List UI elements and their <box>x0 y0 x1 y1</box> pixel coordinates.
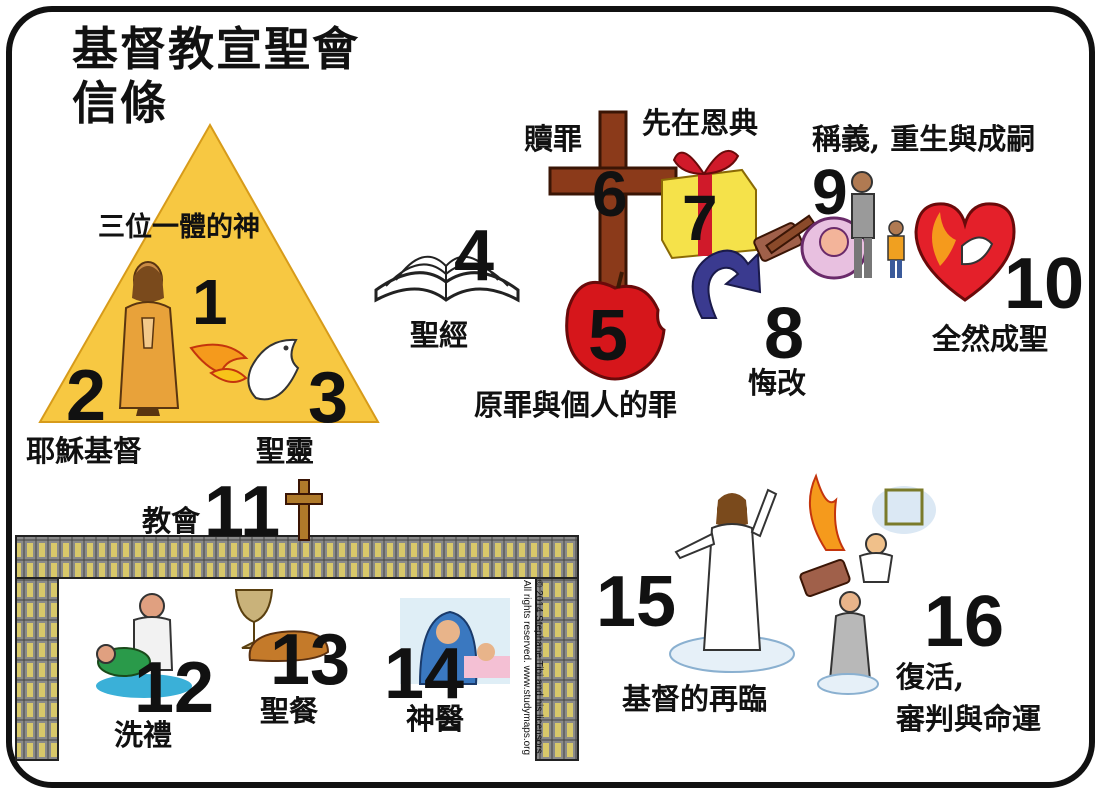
bitten-apple-icon <box>565 271 666 381</box>
diagram-frame <box>6 6 1095 788</box>
baby-and-father-icon <box>800 171 905 280</box>
item-6-number: 6 <box>592 158 628 230</box>
item-13-label: 聖餐 <box>260 694 319 728</box>
praying-woman-icon <box>400 598 510 685</box>
title-line-1: 基督教宣聖會 <box>72 22 360 76</box>
gavel-icon <box>753 214 816 262</box>
item-3-label: 聖靈 <box>256 434 315 468</box>
resurrection-judgment-icon <box>799 473 936 695</box>
baptism-icon <box>96 593 192 698</box>
item-3-number: 3 <box>308 358 349 438</box>
item-10-label: 全然成聖 <box>932 322 1049 356</box>
item-11-number: 11 <box>204 472 281 552</box>
heart-flame-icon <box>914 202 1016 302</box>
item-8-label: 悔改 <box>748 366 807 400</box>
item-5-label: 原罪與個人的罪 <box>474 388 678 422</box>
communion-cup-bread-icon <box>234 589 330 662</box>
item-11-label: 教會 <box>142 504 201 538</box>
item-9-label: 稱義, 重生與成嗣 <box>812 122 1036 156</box>
copyright-line-2: All rights reserved. www.studymaps.org <box>521 580 532 756</box>
repentance-arrow-icon <box>691 249 762 319</box>
item-14-number: 14 <box>384 634 465 714</box>
praying-jesus-icon <box>118 261 180 416</box>
copyright-notice: © 2014 Stephane Tibi and his licensors. … <box>520 580 544 756</box>
item-15-number: 15 <box>596 562 677 642</box>
item-9-number: 9 <box>812 156 848 228</box>
copyright-line-1: © 2014 Stephane Tibi and his licensors. <box>533 580 544 757</box>
item-1-label: 三位一體的神 <box>98 212 260 243</box>
bible-book-icon <box>374 255 520 303</box>
gift-box-icon <box>661 150 757 260</box>
item-1-number: 1 <box>192 266 228 338</box>
church-cross-icon <box>285 479 323 541</box>
item-10-number: 10 <box>1004 244 1085 324</box>
item-6-label: 贖罪 <box>524 122 583 156</box>
item-12-number: 12 <box>134 648 215 728</box>
title-line-2: 信條 <box>72 76 168 130</box>
holy-spirit-dove-icon <box>189 338 300 401</box>
item-2-number: 2 <box>66 356 107 436</box>
item-16-number: 16 <box>924 582 1005 662</box>
item-16-label-line-2: 審判與命運 <box>896 702 1042 736</box>
item-2-label: 耶穌基督 <box>26 434 143 468</box>
item-16-label-line-1: 復活, <box>896 660 965 694</box>
item-13-number: 13 <box>270 620 351 700</box>
item-16-label: 復活, 審判與命運 <box>896 656 1041 740</box>
item-4-number: 4 <box>454 216 495 296</box>
item-8-number: 8 <box>764 294 805 374</box>
item-14-label: 神醫 <box>406 702 465 736</box>
item-4-label: 聖經 <box>410 318 469 352</box>
item-7-label: 先在恩典 <box>642 106 759 140</box>
item-15-label: 基督的再臨 <box>622 682 768 716</box>
page-title: 基督教宣聖會 信條 <box>72 22 360 130</box>
item-5-number: 5 <box>588 296 629 376</box>
item-7-number: 7 <box>682 182 718 254</box>
wooden-cross-icon <box>548 110 678 314</box>
item-12-label: 洗禮 <box>114 718 173 752</box>
second-coming-jesus-icon <box>669 488 795 673</box>
